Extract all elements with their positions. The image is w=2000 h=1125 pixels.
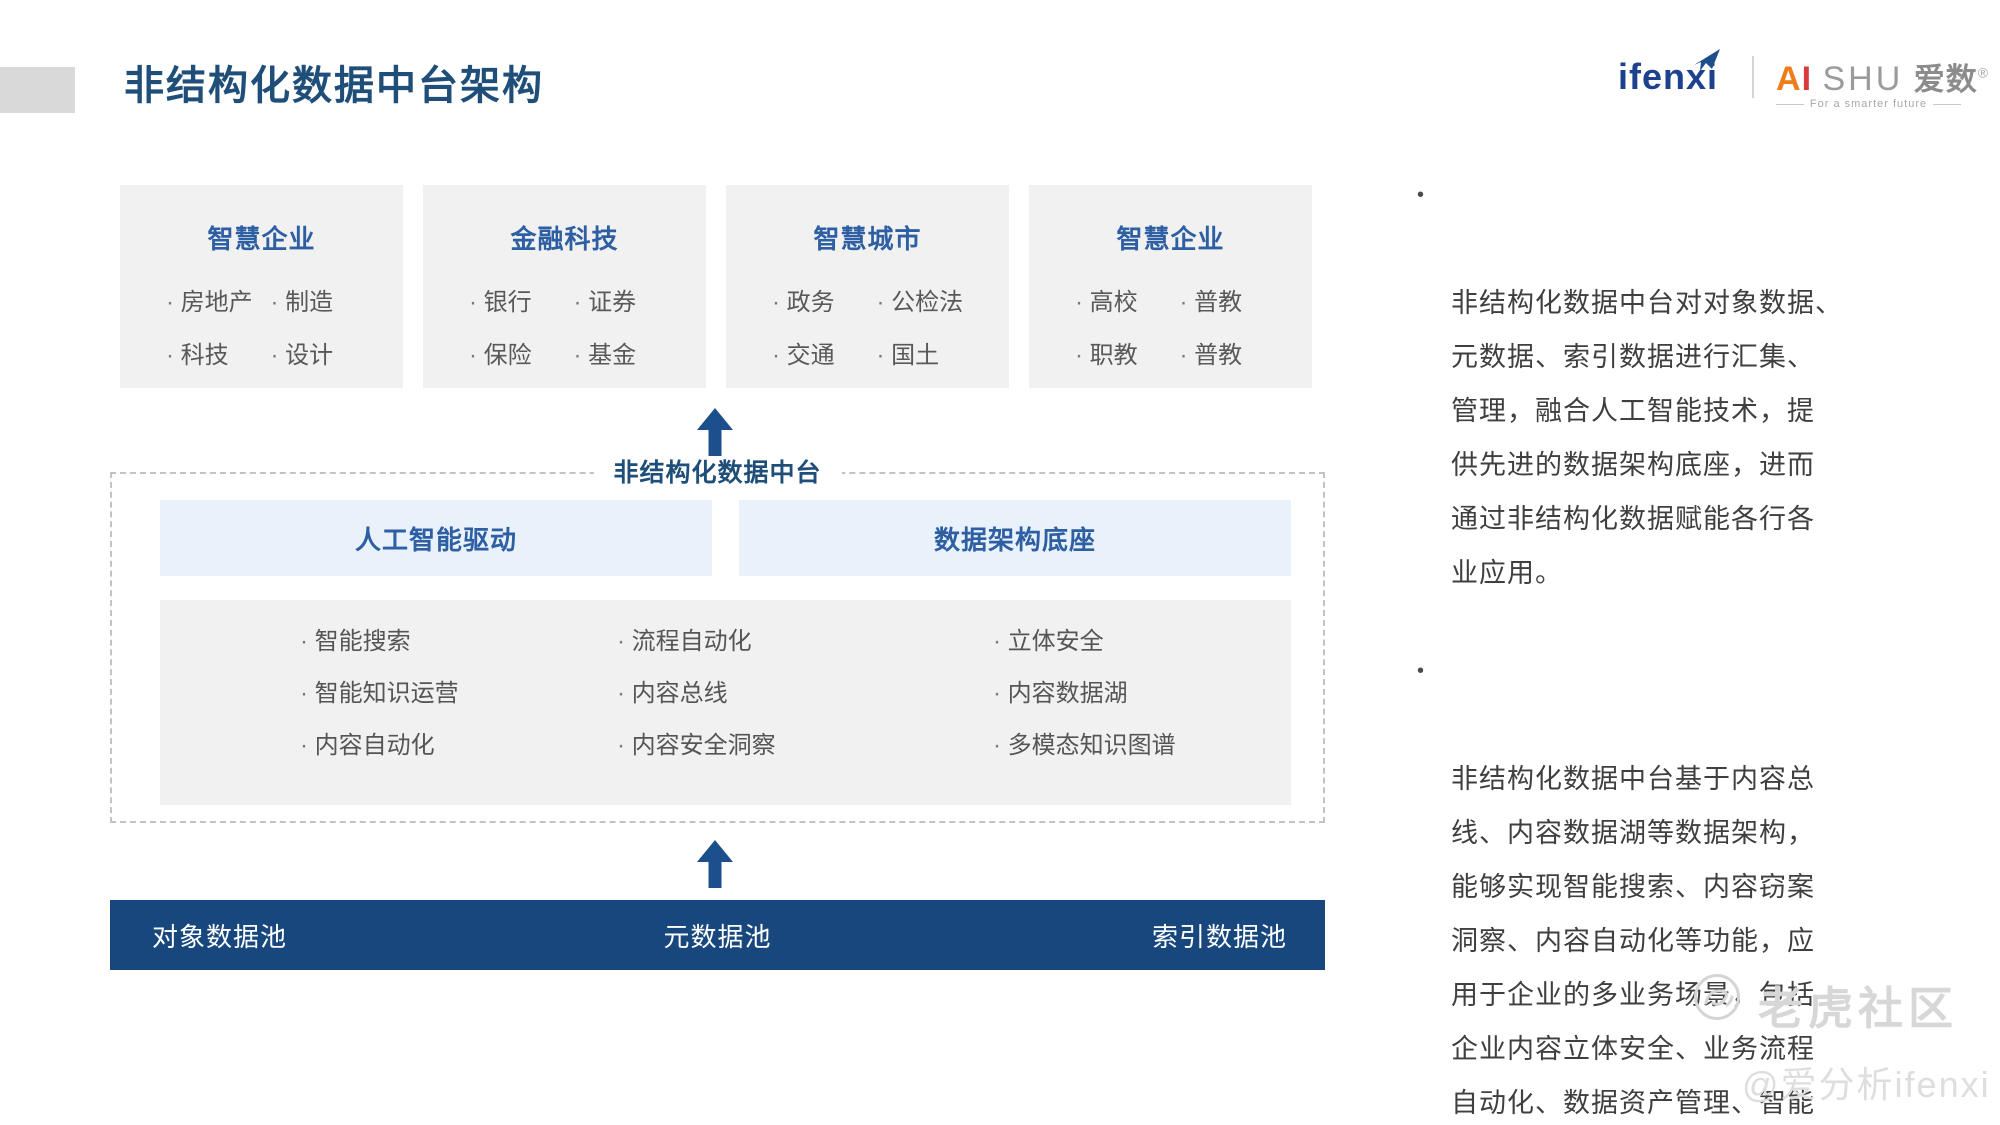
notes-text: 非结构化数据中台基于内容总 线、内容数据湖等数据架构， 能够实现智能搜索、内容窃… xyxy=(1451,764,1815,1118)
watermark-handle: @爱分析ifenxi xyxy=(1742,1064,1991,1105)
notes-bullet-2: • 非结构化数据中台基于内容总 线、内容数据湖等数据架构， 能够实现智能搜索、内… xyxy=(1415,644,1975,1125)
bullet-marker: • xyxy=(1417,660,1426,682)
industry-item: 保险 xyxy=(469,335,574,370)
industry-item: 制造 xyxy=(271,282,376,317)
data-base-header: 数据架构底座 xyxy=(739,500,1291,576)
industry-box-title: 智慧企业 xyxy=(207,224,316,254)
aishu-tagline: For a smarter future xyxy=(1776,98,1962,110)
aishu-shu: SHU xyxy=(1822,60,1904,98)
aishu-letter-a: A xyxy=(1776,60,1802,98)
title-accent-rect xyxy=(0,67,75,113)
aishu-letter-i: I xyxy=(1801,60,1813,98)
capability-item: 立体安全 xyxy=(993,630,1176,654)
tiger-community-logo-icon xyxy=(1694,974,1740,1020)
capability-item: 内容安全洞察 xyxy=(617,734,776,758)
notes-text: 非结构化数据中台对对象数据、 元数据、索引数据进行汇集、 管理，融合人工智能技术… xyxy=(1451,288,1843,588)
logo-divider xyxy=(1752,56,1754,98)
industry-item: 设计 xyxy=(271,335,376,370)
ifenxi-logo: ifenxi xyxy=(1618,49,1720,98)
capability-item: 内容总线 xyxy=(617,682,776,706)
industry-item: 交通 xyxy=(772,335,877,370)
up-arrow-icon xyxy=(697,840,733,888)
industry-item: 普教 xyxy=(1180,282,1285,317)
capability-item: 流程自动化 xyxy=(617,630,776,654)
industry-box-enterprise-2: 智慧企业 高校 普教 职教 普教 xyxy=(1029,185,1312,388)
industry-row: 智慧企业 房地产 制造 科技 设计 金融科技 银行 证券 保险 基金 智慧城市 … xyxy=(120,185,1312,388)
ai-engine-header: 人工智能驱动 xyxy=(160,500,712,576)
industry-box-items: 房地产 制造 科技 设计 xyxy=(166,282,375,370)
industry-box-fintech: 金融科技 银行 证券 保险 基金 xyxy=(423,185,706,388)
capability-panel: 智能搜索 智能知识运营 内容自动化 流程自动化 内容总线 内容安全洞察 立体安全… xyxy=(160,600,1291,805)
industry-item: 国土 xyxy=(877,335,982,370)
platform-label: 非结构化数据中台 xyxy=(593,457,842,489)
notes-panel: • 非结构化数据中台对对象数据、 元数据、索引数据进行汇集、 管理，融合人工智能… xyxy=(1415,168,1975,1125)
pool-label-index: 索引数据池 xyxy=(1151,921,1287,952)
industry-box-title: 金融科技 xyxy=(510,224,619,254)
capability-item: 内容自动化 xyxy=(300,734,459,758)
paper-plane-icon xyxy=(1692,40,1722,82)
industry-item: 职教 xyxy=(1075,335,1180,370)
tagline-dash-right xyxy=(1933,103,1962,105)
aishu-cn: 爱数 xyxy=(1913,62,1978,97)
capability-column: 智能搜索 智能知识运营 内容自动化 xyxy=(300,630,459,758)
pool-label-object: 对象数据池 xyxy=(152,921,288,952)
industry-item: 高校 xyxy=(1075,282,1180,317)
industry-item: 银行 xyxy=(469,282,574,317)
capability-column: 立体安全 内容数据湖 多模态知识图谱 xyxy=(993,630,1176,758)
tagline-text: For a smarter future xyxy=(1809,98,1928,110)
watermark-community: 老虎社区 xyxy=(1758,983,1959,1034)
industry-item: 房地产 xyxy=(166,282,271,317)
capability-item: 内容数据湖 xyxy=(993,682,1176,706)
industry-item: 普教 xyxy=(1180,335,1285,370)
registered-mark: ® xyxy=(1977,64,1990,81)
industry-item: 公检法 xyxy=(877,282,982,317)
data-pool-bar: 对象数据池 元数据池 索引数据池 xyxy=(110,900,1325,970)
capability-item: 智能搜索 xyxy=(300,630,459,654)
capability-item: 多模态知识图谱 xyxy=(993,734,1176,758)
industry-item: 基金 xyxy=(574,335,679,370)
industry-box-items: 银行 证券 保险 基金 xyxy=(469,282,678,370)
page-title: 非结构化数据中台架构 xyxy=(124,64,544,108)
up-arrow-icon xyxy=(697,408,733,456)
aishu-logo: AI SHU 爱数® xyxy=(1776,54,1989,99)
industry-box-items: 政务 公检法 交通 国土 xyxy=(772,282,981,370)
industry-box-title: 智慧城市 xyxy=(813,224,922,254)
industry-box-city: 智慧城市 政务 公检法 交通 国土 xyxy=(726,185,1009,388)
pool-label-meta: 元数据池 xyxy=(663,921,772,952)
platform-frame: 非结构化数据中台 人工智能驱动 数据架构底座 智能搜索 智能知识运营 内容自动化… xyxy=(110,457,1325,823)
tagline-dash-left xyxy=(1776,103,1804,105)
industry-box-items: 高校 普教 职教 普教 xyxy=(1075,282,1284,370)
capability-column: 流程自动化 内容总线 内容安全洞察 xyxy=(617,630,776,758)
ifenxi-wordmark: ifenxi xyxy=(1618,56,1719,97)
industry-item: 证券 xyxy=(574,282,679,317)
bullet-marker: • xyxy=(1417,184,1426,206)
notes-bullet-1: • 非结构化数据中台对对象数据、 元数据、索引数据进行汇集、 管理，融合人工智能… xyxy=(1415,168,1975,600)
industry-item: 政务 xyxy=(772,282,877,317)
industry-box-title: 智慧企业 xyxy=(1116,224,1225,254)
industry-item: 科技 xyxy=(166,335,271,370)
industry-box-enterprise-1: 智慧企业 房地产 制造 科技 设计 xyxy=(120,185,403,388)
capability-item: 智能知识运营 xyxy=(300,682,459,706)
